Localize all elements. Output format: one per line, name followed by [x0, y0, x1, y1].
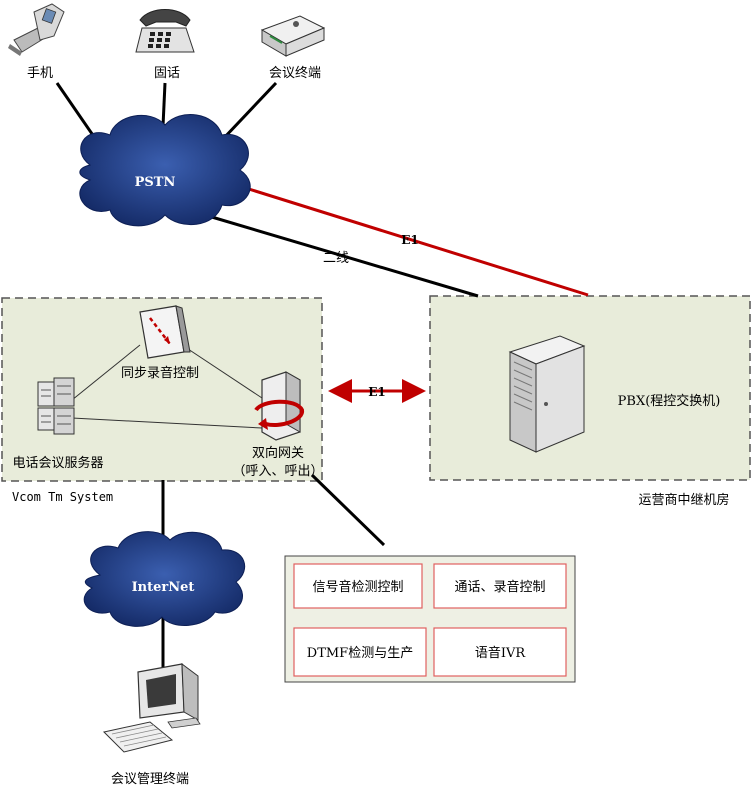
feature-box-4 [433, 627, 567, 677]
conf-server-label: 电话会议服务器 [12, 455, 103, 471]
pstn-label: PSTN [135, 175, 176, 190]
gateway-label-2: （呼入、呼出） [232, 464, 323, 479]
e1-mid-label: E1 [368, 385, 386, 399]
admin-terminal-label: 会议管理终端 [111, 771, 189, 787]
conference-server-icon [37, 377, 75, 435]
pbx-server-icon [508, 335, 586, 453]
two-wire-label: 二线 [323, 251, 349, 266]
gateway-label-1: 双向网关 [252, 445, 304, 461]
sync-record-control-icon [139, 305, 191, 359]
operator-room-label: 运营商中继机房 [638, 492, 729, 508]
internet-label: InterNet [132, 580, 195, 595]
feature-box-2 [433, 563, 567, 609]
system-zone-label: Vcom Tm System [12, 490, 113, 504]
e1-top-label: E1 [401, 233, 419, 247]
conf-terminal-label: 会议终端 [269, 65, 321, 81]
feature-box-3 [293, 627, 427, 677]
sync-gateway-link [181, 344, 263, 399]
feature-label-4: 语音IVR [475, 645, 527, 661]
conference-terminal-icon [260, 15, 326, 57]
feature-callout-link [310, 473, 386, 547]
server-sync-link [71, 344, 141, 401]
admin-terminal-icon [102, 662, 201, 753]
feature-label-2: 通话、录音控制 [454, 579, 545, 595]
feature-label-1: 信号音检测控制 [312, 579, 403, 595]
two-wire-link [204, 213, 479, 298]
gateway-icon [254, 371, 304, 441]
operator-room-zone [429, 295, 751, 481]
landline-label: 固话 [154, 66, 180, 81]
internet-cloud [83, 531, 246, 627]
server-gateway-link [71, 417, 263, 429]
pbx-label: PBX(程控交换机) [618, 393, 721, 409]
feature-box-1 [293, 563, 423, 609]
mobile-phone-icon [8, 3, 65, 56]
feature-label-3: DTMF检测与生产 [307, 646, 413, 661]
mobile-label: 手机 [27, 66, 53, 81]
pstn-cloud [79, 114, 251, 227]
e1-link-top [219, 178, 589, 297]
sync-record-label: 同步录音控制 [121, 365, 199, 381]
landline-phone-icon [135, 9, 195, 53]
feature-panel: 信号音检测控制 通话、录音控制 DTMF检测与生产 语音IVR [284, 555, 576, 683]
